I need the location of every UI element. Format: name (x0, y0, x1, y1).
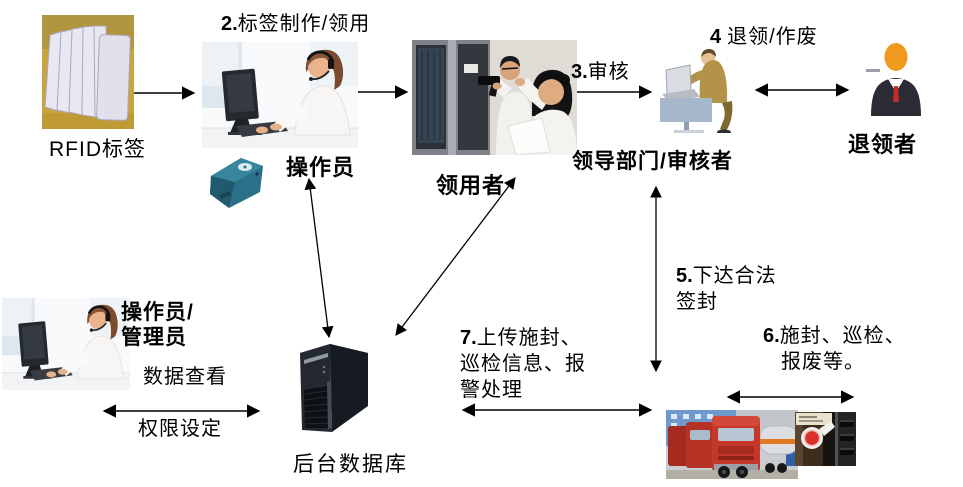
step4-number: 4 (710, 26, 722, 48)
returner-label: 退领者 (848, 132, 918, 157)
step6-line1: 6.施封、巡检、 (763, 323, 906, 349)
truck-image (666, 410, 798, 479)
rfid-tags-label: RFID标签 (49, 138, 146, 161)
operator-image (202, 42, 358, 148)
admin-label: 操作员/ 管理员 (121, 300, 194, 350)
step2-text: 标签制作/领用 (237, 13, 371, 35)
operator-label: 操作员 (286, 155, 356, 180)
step7-number: 7. (460, 327, 477, 349)
step6-line2: 报废等。 (781, 351, 865, 373)
data-view-label: 数据查看 (143, 366, 227, 388)
seal-image (795, 412, 856, 466)
admin-image (2, 298, 130, 390)
step6-text1: 施封、巡检、 (779, 325, 906, 347)
returner-image (866, 40, 923, 116)
step6-number: 6. (763, 325, 780, 347)
arrow-operator-database (304, 177, 334, 339)
step6-label: 6.施封、巡检、 报废等。 (763, 323, 906, 375)
arrow-database-borrower (395, 177, 516, 336)
step3-text: 审核 (587, 61, 630, 83)
step7-line1: 7.上传施封、 (460, 325, 586, 351)
approver-image (656, 48, 736, 133)
step7-label: 7.上传施封、 巡检信息、报 警处理 (460, 325, 586, 403)
permission-label: 权限设定 (138, 418, 222, 440)
database-server-image (296, 340, 374, 434)
admin-label-line2: 管理员 (121, 326, 187, 349)
step4-text: 退领/作废 (727, 26, 818, 48)
step7-line3: 警处理 (460, 379, 523, 401)
step5-number: 5. (676, 265, 693, 287)
step5-text1: 下达合法 (692, 265, 777, 287)
step2-number: 2. (221, 13, 238, 35)
borrower-image (412, 40, 577, 155)
step5-line1: 5.下达合法 (676, 263, 777, 289)
borrower-label: 领用者 (436, 173, 506, 198)
step7-text1: 上传施封、 (476, 327, 582, 349)
step5-line2: 签封 (676, 291, 718, 313)
step3-number: 3. (571, 61, 588, 83)
admin-label-line1: 操作员/ (121, 301, 194, 324)
step2-label: 2.标签制作/领用 (221, 11, 370, 37)
step3-label: 3.审核 (571, 59, 630, 85)
step7-line2: 巡检信息、报 (460, 353, 586, 375)
approver-label: 领导部门/审核者 (572, 150, 733, 173)
rfid-reader-image (205, 150, 268, 213)
rfid-tags-image (42, 15, 134, 129)
step5-label: 5.下达合法 签封 (676, 263, 777, 315)
database-label: 后台数据库 (293, 453, 408, 476)
